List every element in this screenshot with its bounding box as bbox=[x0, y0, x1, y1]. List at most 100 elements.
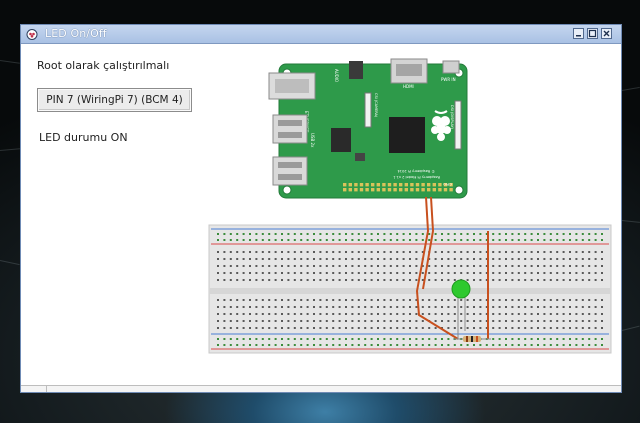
breadboard-hole bbox=[325, 299, 328, 301]
close-icon[interactable] bbox=[601, 28, 612, 39]
breadboard-hole bbox=[364, 299, 367, 301]
breadboard-hole bbox=[460, 258, 463, 260]
breadboard-hole bbox=[396, 239, 399, 241]
breadboard-hole bbox=[466, 272, 469, 274]
breadboard-hole bbox=[300, 299, 303, 301]
breadboard-hole bbox=[242, 258, 245, 260]
breadboard-hole bbox=[473, 306, 475, 308]
power-label: PWR IN bbox=[441, 77, 456, 82]
breadboard-hole bbox=[319, 239, 322, 241]
breadboard-hole bbox=[229, 306, 232, 308]
led-status-label: LED durumu ON bbox=[39, 131, 128, 144]
gpio-pin bbox=[432, 183, 436, 187]
breadboard-hole bbox=[351, 320, 354, 322]
breadboard-hole bbox=[492, 258, 495, 260]
breadboard-hole bbox=[332, 313, 335, 315]
breadboard-hole bbox=[306, 306, 309, 308]
breadboard-hole bbox=[434, 344, 437, 346]
breadboard-hole bbox=[453, 327, 456, 329]
breadboard-hole bbox=[357, 338, 360, 340]
breadboard-hole bbox=[261, 279, 264, 281]
breadboard-hole bbox=[306, 320, 309, 322]
breadboard-hole bbox=[268, 272, 271, 274]
breadboard-hole bbox=[242, 306, 245, 308]
breadboard-hole bbox=[236, 272, 239, 274]
breadboard-hole bbox=[274, 251, 277, 253]
breadboard-hole bbox=[511, 258, 514, 260]
breadboard-hole bbox=[434, 338, 437, 340]
breadboard-hole bbox=[370, 313, 373, 315]
breadboard-hole bbox=[517, 258, 520, 260]
breadboard-hole bbox=[306, 272, 309, 274]
breadboard-hole bbox=[549, 299, 552, 301]
breadboard-hole bbox=[281, 344, 283, 346]
breadboard-hole bbox=[306, 251, 309, 253]
breadboard-hole bbox=[428, 344, 431, 346]
breadboard-hole bbox=[217, 258, 219, 260]
breadboard-hole bbox=[517, 327, 520, 329]
breadboard-hole bbox=[402, 272, 405, 274]
breadboard-hole bbox=[530, 279, 533, 281]
breadboard-hole bbox=[428, 327, 431, 329]
breadboard-hole bbox=[428, 239, 431, 241]
breadboard-hole bbox=[242, 239, 245, 241]
breadboard-hole bbox=[569, 239, 571, 241]
breadboard-hole bbox=[601, 320, 603, 322]
breadboard-hole bbox=[402, 239, 405, 241]
breadboard-hole bbox=[460, 299, 463, 301]
breadboard-hole bbox=[421, 338, 424, 340]
breadboard-hole bbox=[345, 272, 347, 274]
gpio-pin bbox=[354, 183, 358, 187]
breadboard-hole bbox=[441, 320, 443, 322]
minimize-icon[interactable] bbox=[573, 28, 584, 39]
breadboard-hole bbox=[319, 265, 322, 267]
breadboard-hole bbox=[447, 251, 450, 253]
breadboard-hole bbox=[434, 233, 437, 235]
status-bar bbox=[21, 385, 621, 392]
breadboard-hole bbox=[511, 320, 514, 322]
breadboard-hole bbox=[281, 265, 283, 267]
breadboard-hole bbox=[473, 272, 475, 274]
breadboard-hole bbox=[351, 272, 354, 274]
breadboard-hole bbox=[569, 251, 571, 253]
breadboard-hole bbox=[338, 313, 341, 315]
breadboard-hole bbox=[434, 327, 437, 329]
breadboard-hole bbox=[415, 265, 418, 267]
window-titlebar[interactable]: LED On/Off bbox=[21, 25, 621, 44]
breadboard-hole bbox=[229, 338, 232, 340]
breadboard-hole bbox=[441, 265, 443, 267]
breadboard-hole bbox=[447, 327, 450, 329]
breadboard-hole bbox=[569, 306, 571, 308]
breadboard-hole bbox=[383, 265, 386, 267]
breadboard-hole bbox=[485, 233, 488, 235]
breadboard-hole bbox=[511, 251, 514, 253]
breadboard-hole bbox=[556, 279, 559, 281]
breadboard-hole bbox=[588, 272, 591, 274]
breadboard-hole bbox=[229, 299, 232, 301]
breadboard-hole bbox=[293, 306, 296, 308]
breadboard-hole bbox=[581, 344, 584, 346]
breadboard-hole bbox=[575, 251, 578, 253]
breadboard-hole bbox=[370, 251, 373, 253]
breadboard-hole bbox=[293, 279, 296, 281]
breadboard-hole bbox=[306, 265, 309, 267]
breadboard-hole bbox=[274, 272, 277, 274]
breadboard-hole bbox=[537, 313, 539, 315]
pin-toggle-button[interactable]: PIN 7 (WiringPi 7) (BCM 4) bbox=[37, 88, 192, 112]
gpio-label: GPIO bbox=[443, 182, 452, 186]
breadboard-hole bbox=[217, 233, 219, 235]
breadboard-hole bbox=[530, 306, 533, 308]
breadboard-hole bbox=[492, 299, 495, 301]
maximize-icon[interactable] bbox=[587, 28, 598, 39]
breadboard-hole bbox=[300, 306, 303, 308]
breadboard-hole bbox=[421, 279, 424, 281]
breadboard-hole bbox=[562, 299, 565, 301]
breadboard-hole bbox=[396, 320, 399, 322]
breadboard-hole bbox=[332, 233, 335, 235]
breadboard-hole bbox=[517, 299, 520, 301]
breadboard-hole bbox=[383, 239, 386, 241]
breadboard-hole bbox=[345, 313, 347, 315]
breadboard-hole bbox=[588, 338, 591, 340]
breadboard-hole bbox=[421, 251, 424, 253]
breadboard-hole bbox=[473, 279, 475, 281]
